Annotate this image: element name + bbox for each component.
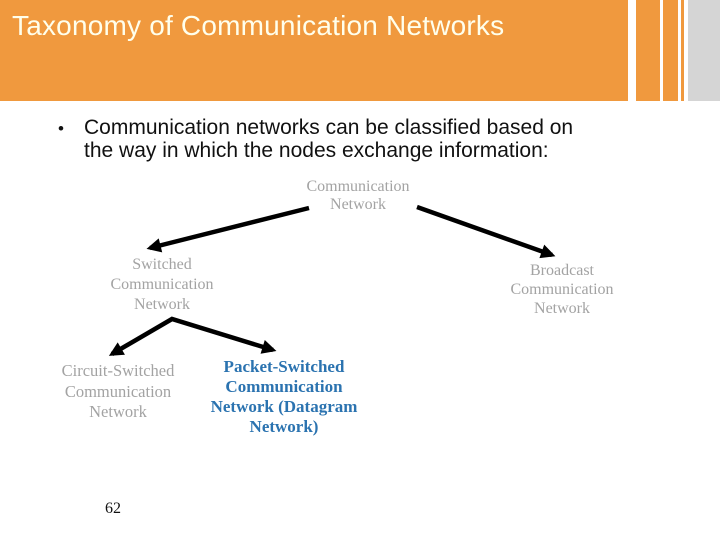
node-broadcast-communication-network: Broadcast Communication Network — [510, 262, 614, 317]
node-communication-network: Communication Network — [306, 178, 410, 213]
slide-title: Taxonomy of Communication Networks — [12, 10, 505, 41]
header-stripe-2 — [663, 0, 678, 101]
arrow-switched-to-children — [108, 316, 277, 356]
page-number: 62 — [105, 500, 121, 517]
node-switched-communication-network: Switched Communication Network — [110, 256, 214, 313]
header-side-bar — [688, 0, 720, 101]
arrow-root-to-switched — [146, 205, 310, 253]
header-stripe-1 — [636, 0, 660, 101]
bullet-text: Communication networks can be classified… — [84, 116, 574, 162]
node-packet-switched-communication-network: Packet-Switched Communication Network (D… — [210, 357, 358, 436]
slide-header: Taxonomy of Communication Networks — [0, 0, 628, 101]
bullet-item: • Communication networks can be classifi… — [54, 116, 674, 162]
node-circuit-switched-communication-network: Circuit-Switched Communication Network — [61, 361, 175, 421]
header-stripe-3 — [681, 0, 684, 101]
arrow-root-to-broadcast — [416, 204, 556, 259]
bullet-glyph: • — [58, 119, 64, 138]
